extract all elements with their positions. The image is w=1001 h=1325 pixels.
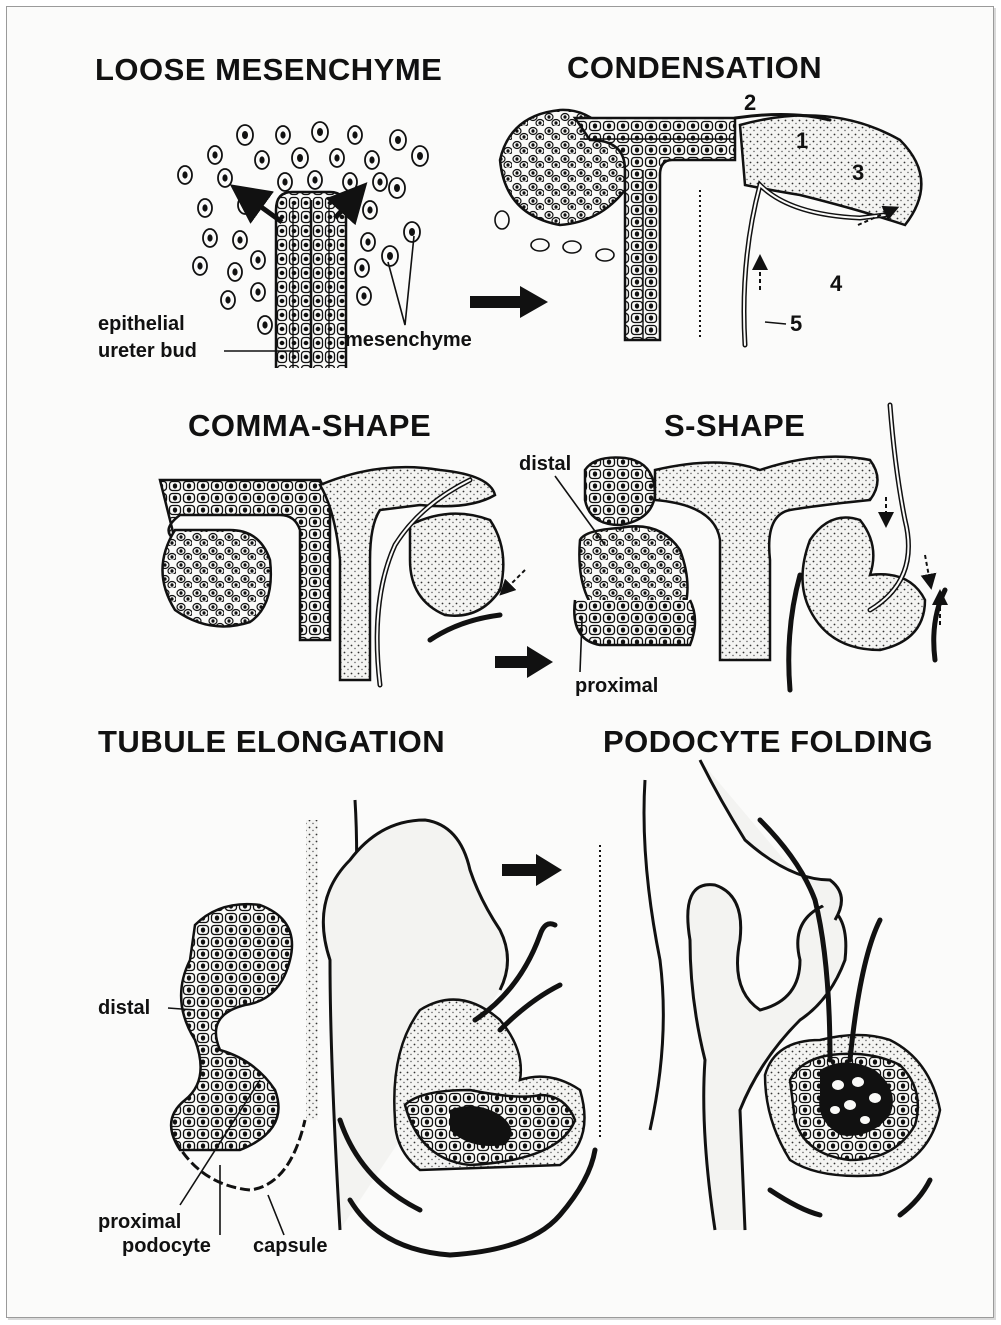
panel-title-condensation: CONDENSATION	[567, 50, 822, 85]
label-s-proximal: proximal	[575, 675, 658, 697]
panel-tubule-elongation: TUBULE ELONGATION distal proximal podocy…	[98, 724, 595, 1257]
number-2: 2	[744, 90, 756, 115]
label-elong-distal: distal	[98, 997, 150, 1019]
number-4: 4	[830, 271, 843, 296]
panel-s-shape: S-SHAPE distal proximal	[519, 405, 945, 697]
comma-vesicle	[410, 514, 503, 616]
panel-comma-shape: COMMA-SHAPE	[160, 408, 525, 685]
panel-condensation: CONDENSATION 1 2 3 4 5	[495, 50, 921, 345]
panel-title-s-shape: S-SHAPE	[664, 408, 805, 443]
label-epithelial: epithelial	[98, 313, 185, 335]
panel-loose-mesenchyme: LOOSE MESENCHYME	[95, 52, 472, 368]
label-ureter-bud: ureter bud	[98, 340, 197, 362]
number-5: 5	[790, 311, 802, 336]
number-1: 1	[796, 128, 808, 153]
panel-title-loose-mesenchyme: LOOSE MESENCHYME	[95, 52, 442, 87]
label-capsule: capsule	[253, 1235, 327, 1257]
stage-arrow-3	[502, 854, 562, 886]
label-podocyte: podocyte	[122, 1235, 211, 1257]
stage-arrow-2	[495, 646, 553, 678]
panel-title-comma-shape: COMMA-SHAPE	[188, 408, 431, 443]
stage-arrow-1	[470, 286, 548, 318]
label-s-distal: distal	[519, 453, 571, 475]
panel-title-tubule-elongation: TUBULE ELONGATION	[98, 724, 445, 759]
number-3: 3	[852, 160, 864, 185]
elongation-s-tubule	[171, 904, 292, 1150]
panel-title-podocyte-folding: PODOCYTE FOLDING	[603, 724, 933, 759]
panel-podocyte-folding: PODOCYTE FOLDING	[600, 724, 940, 1230]
comma-body	[163, 530, 271, 626]
label-elong-proximal: proximal	[98, 1211, 181, 1233]
condensed-cap	[740, 115, 921, 225]
s-shape-distal-loop	[585, 458, 655, 526]
label-mesenchyme: mesenchyme	[345, 329, 472, 351]
s-shape-proximal-limb	[574, 600, 695, 645]
